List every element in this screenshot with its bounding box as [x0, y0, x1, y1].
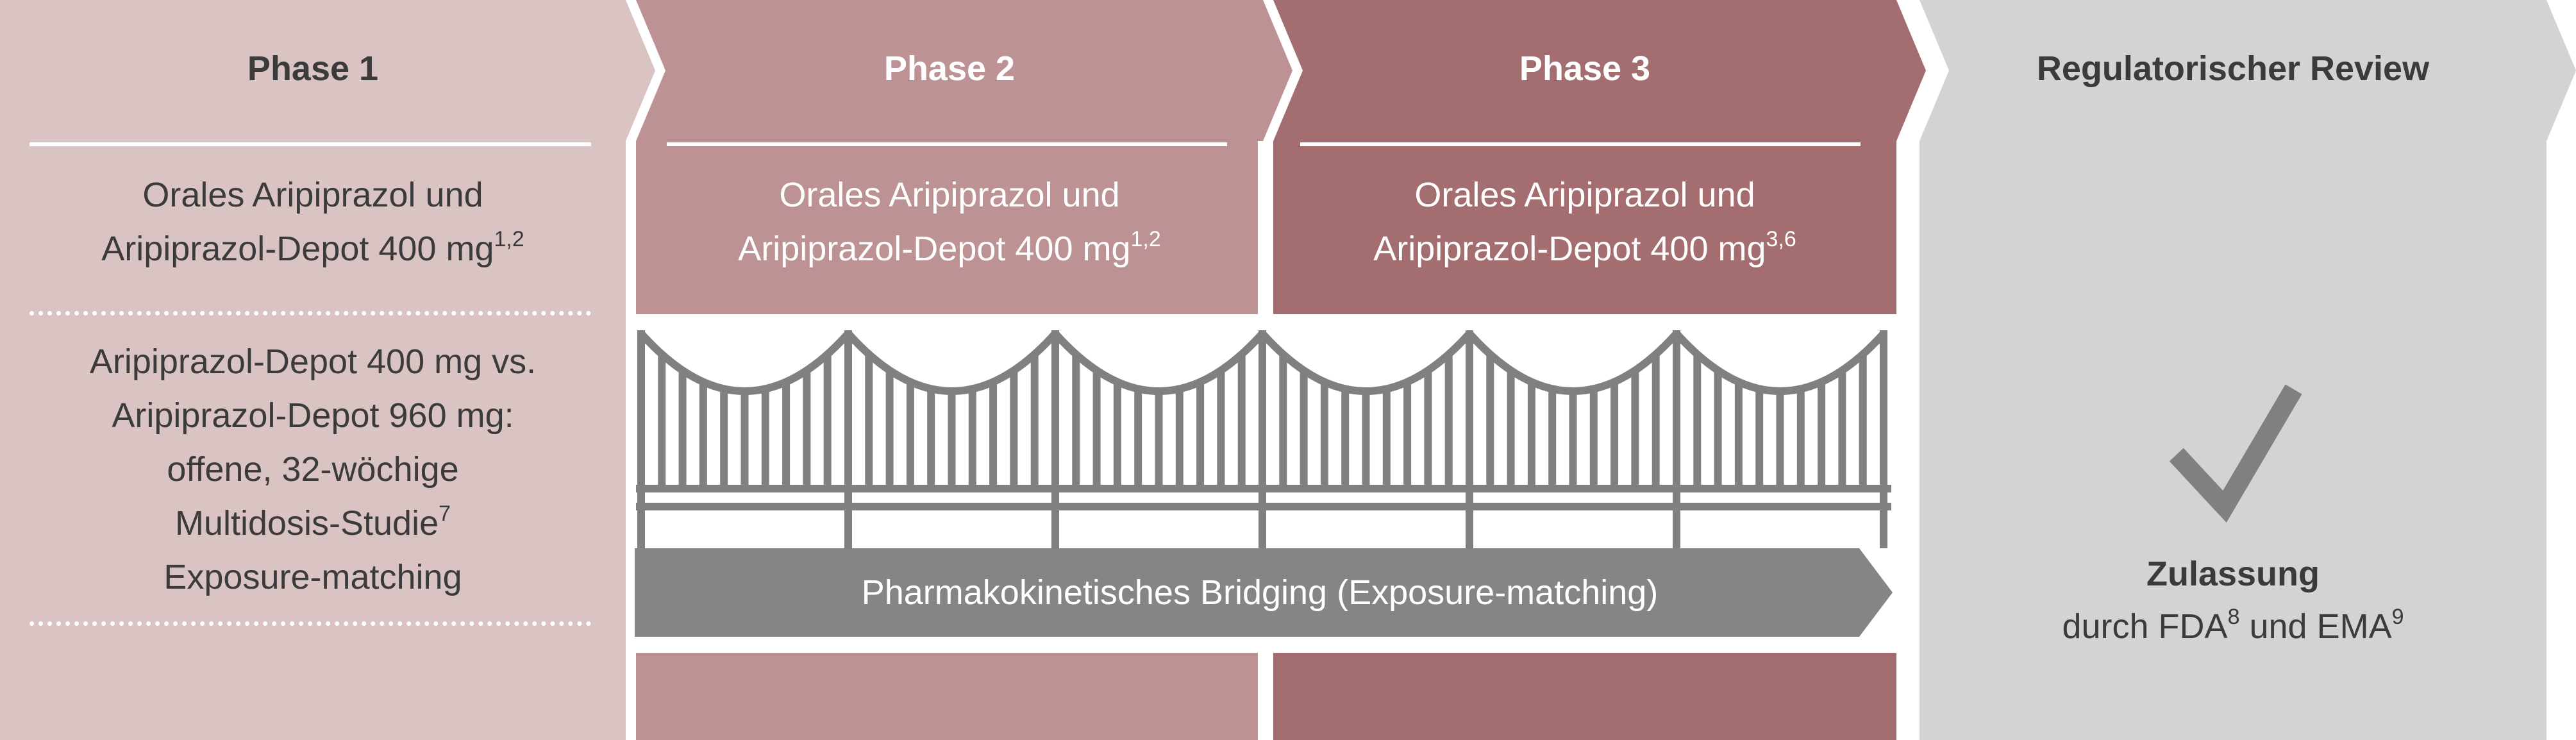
phase1-text-line1: Orales Aripiprazol und: [142, 176, 483, 214]
phase1-study-line4: Multidosis-Studie: [174, 504, 439, 542]
phase1-study-line4-sup: 7: [439, 501, 451, 526]
phase1-study-line1: Aripiprazol-Depot 400 mg vs.: [89, 342, 537, 381]
phase1-divider: [29, 142, 591, 146]
railing-arch: [638, 330, 851, 395]
railing-arch: [845, 330, 1058, 395]
phase1-study-line3: offene, 32-wöchige: [167, 450, 459, 489]
phase2-text-line2-wrap: Aripiprazol-Depot 400 mg1,2: [636, 222, 1263, 276]
approval-title: Zulassung: [2146, 555, 2320, 593]
phase2-text-line2: Aripiprazol-Depot 400 mg: [738, 230, 1131, 268]
approval-mid: und EMA: [2239, 607, 2392, 646]
phase2-title: Phase 2: [883, 49, 1016, 88]
review-title: Regulatorischer Review: [2036, 49, 2430, 88]
fda-sup: 8: [2227, 605, 2240, 629]
phase3-divider: [1300, 142, 1861, 146]
phase1-text-line2-wrap: Aripiprazol-Depot 400 mg1,2: [0, 222, 626, 276]
phase3-title: Phase 3: [1519, 49, 1651, 88]
phase1-dotted-divider-bottom: [29, 621, 591, 626]
phase2-divider: [667, 142, 1227, 146]
phase3-text: Orales Aripiprazol und Aripiprazol-Depot…: [1273, 168, 1896, 276]
railing-arch: [1052, 330, 1266, 395]
phase3-text-line1: Orales Aripiprazol und: [1414, 176, 1755, 214]
railing-arch: [1673, 330, 1887, 395]
phase2-text-sup: 1,2: [1130, 227, 1161, 251]
phase1-study-line4-wrap: Multidosis-Studie7: [0, 496, 626, 550]
phase1-text-line2: Aripiprazol-Depot 400 mg: [101, 230, 494, 268]
bridge-railing-icon: [636, 330, 1891, 548]
phase2-text: Orales Aripiprazol und Aripiprazol-Depot…: [636, 168, 1263, 276]
railing-arch: [1466, 330, 1680, 395]
railing-arch: [1259, 330, 1473, 395]
review-chevron: [1919, 0, 2576, 740]
phase3-text-line2-wrap: Aripiprazol-Depot 400 mg3,6: [1273, 222, 1896, 276]
phase1-study-line5: Exposure-matching: [163, 558, 462, 596]
phase1-dotted-divider-top: [29, 311, 591, 315]
phase1-study-line2: Aripiprazol-Depot 960 mg:: [112, 396, 514, 435]
bridge-label: Pharmakokinetisches Bridging (Exposure-m…: [861, 573, 1659, 612]
phase1-text: Orales Aripiprazol und Aripiprazol-Depot…: [0, 168, 626, 276]
phase1-study: Aripiprazol-Depot 400 mg vs. Aripiprazol…: [0, 335, 626, 604]
phase1-title: Phase 1: [247, 49, 379, 88]
phase2-text-line1: Orales Aripiprazol und: [779, 176, 1120, 214]
checkmark-icon: [2169, 384, 2302, 523]
phase1-chevron: [0, 0, 655, 740]
phase3-text-line2: Aripiprazol-Depot 400 mg: [1373, 230, 1766, 268]
bridge-arrow: [635, 548, 1893, 637]
phase3-text-sup: 3,6: [1766, 227, 1796, 251]
column-gap-bottom: [1258, 653, 1273, 740]
column-gap-top: [1258, 141, 1273, 314]
approval-prefix: durch FDA: [2062, 607, 2228, 646]
approval-text: durch FDA8 und EMA9: [1919, 600, 2547, 653]
ema-sup: 9: [2391, 605, 2404, 629]
phase1-text-sup: 1,2: [494, 227, 524, 251]
